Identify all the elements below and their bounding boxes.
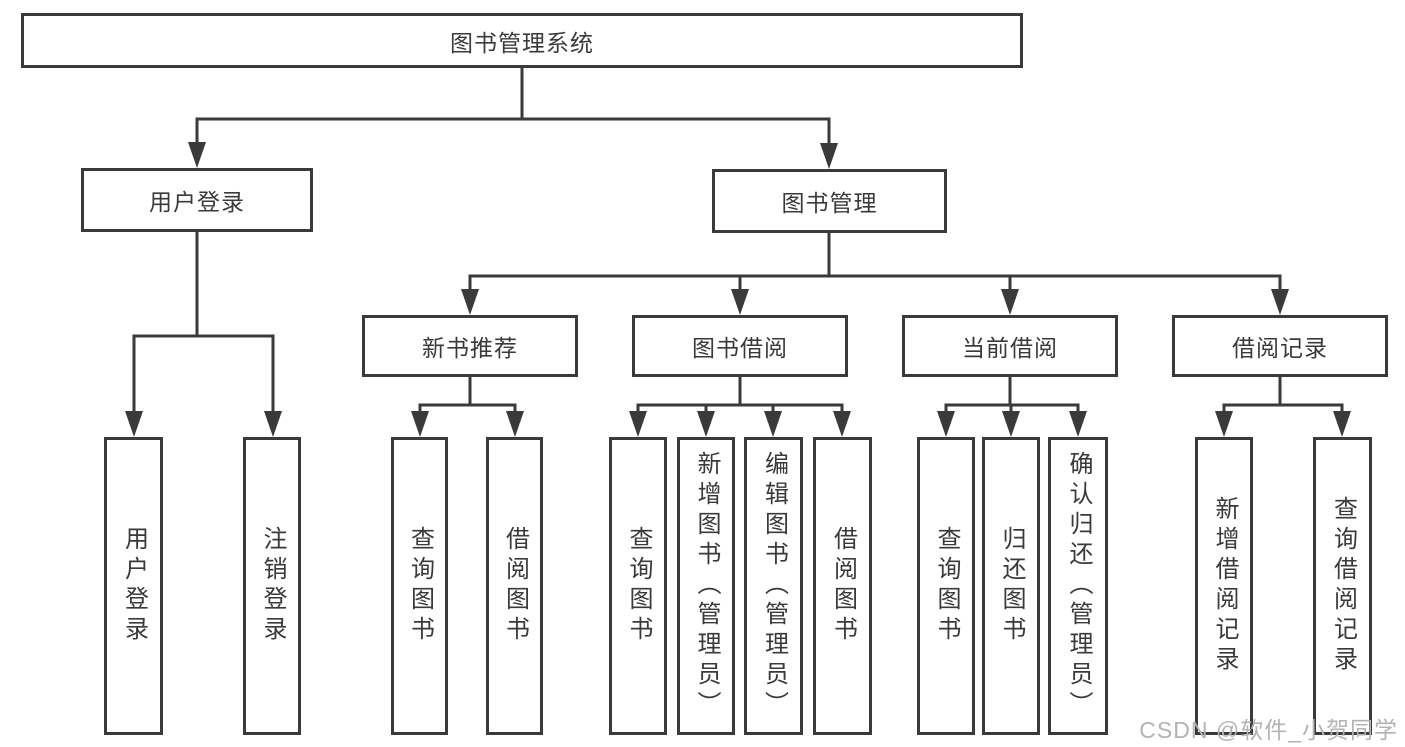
node-borrow-records: 借阅记录 bbox=[1172, 315, 1388, 377]
leaf-borrow-books-borrow-label: 借阅图书 bbox=[829, 526, 857, 646]
leaf-add-borrow-record-label: 新增借阅记录 bbox=[1211, 496, 1238, 676]
leaf-confirm-return-admin: 确认归还（管理员） bbox=[1048, 437, 1108, 735]
leaf-query-books-recommend: 查询图书 bbox=[391, 437, 448, 735]
leaf-user-login: 用户登录 bbox=[104, 437, 163, 735]
leaf-logout: 注销登录 bbox=[243, 437, 301, 735]
leaf-query-books-recommend-label: 查询图书 bbox=[406, 526, 434, 646]
leaf-return-book-label: 归还图书 bbox=[998, 526, 1025, 646]
csdn-watermark: CSDN @软件_小贺同学 bbox=[1139, 717, 1398, 743]
leaf-query-borrow-record: 查询借阅记录 bbox=[1313, 437, 1372, 735]
node-library-system-label: 图书管理系统 bbox=[450, 29, 594, 56]
node-book-borrow: 图书借阅 bbox=[632, 315, 848, 377]
node-new-book-recommend: 新书推荐 bbox=[362, 315, 578, 377]
leaf-query-books-borrow: 查询图书 bbox=[609, 437, 667, 735]
leaf-add-book-admin: 新增图书（管理员） bbox=[677, 437, 735, 735]
leaf-edit-book-admin: 编辑图书（管理员） bbox=[744, 437, 803, 735]
leaf-borrow-books-recommend: 借阅图书 bbox=[486, 437, 543, 735]
node-user-login-group-label: 用户登录 bbox=[149, 189, 245, 215]
node-book-management-label: 图书管理 bbox=[781, 190, 878, 216]
node-borrow-records-label: 借阅记录 bbox=[1232, 335, 1328, 361]
leaf-confirm-return-admin-label: 确认归还（管理员） bbox=[1065, 451, 1092, 721]
node-book-borrow-label: 图书借阅 bbox=[692, 335, 788, 361]
node-new-book-recommend-label: 新书推荐 bbox=[422, 335, 518, 361]
leaf-query-borrow-record-label: 查询借阅记录 bbox=[1329, 496, 1357, 676]
node-current-borrow-label: 当前借阅 bbox=[962, 335, 1058, 361]
leaf-query-books-current-label: 查询图书 bbox=[933, 526, 960, 646]
leaf-query-books-current: 查询图书 bbox=[917, 437, 975, 735]
leaf-query-books-borrow-label: 查询图书 bbox=[625, 526, 652, 646]
leaf-edit-book-admin-label: 编辑图书（管理员） bbox=[760, 451, 788, 721]
leaf-add-borrow-record: 新增借阅记录 bbox=[1195, 437, 1253, 735]
leaf-user-login-label: 用户登录 bbox=[120, 526, 148, 646]
node-user-login-group: 用户登录 bbox=[81, 168, 313, 232]
node-book-management: 图书管理 bbox=[712, 169, 947, 233]
leaf-add-book-admin-label: 新增图书（管理员） bbox=[693, 451, 720, 721]
leaf-logout-label: 注销登录 bbox=[259, 526, 286, 646]
leaf-return-book: 归还图书 bbox=[982, 437, 1040, 735]
arrowheads bbox=[125, 142, 1351, 437]
leaf-borrow-books-recommend-label: 借阅图书 bbox=[501, 526, 529, 646]
node-current-borrow: 当前借阅 bbox=[902, 315, 1118, 377]
leaf-borrow-books-borrow: 借阅图书 bbox=[813, 437, 872, 735]
node-library-system: 图书管理系统 bbox=[21, 13, 1023, 68]
